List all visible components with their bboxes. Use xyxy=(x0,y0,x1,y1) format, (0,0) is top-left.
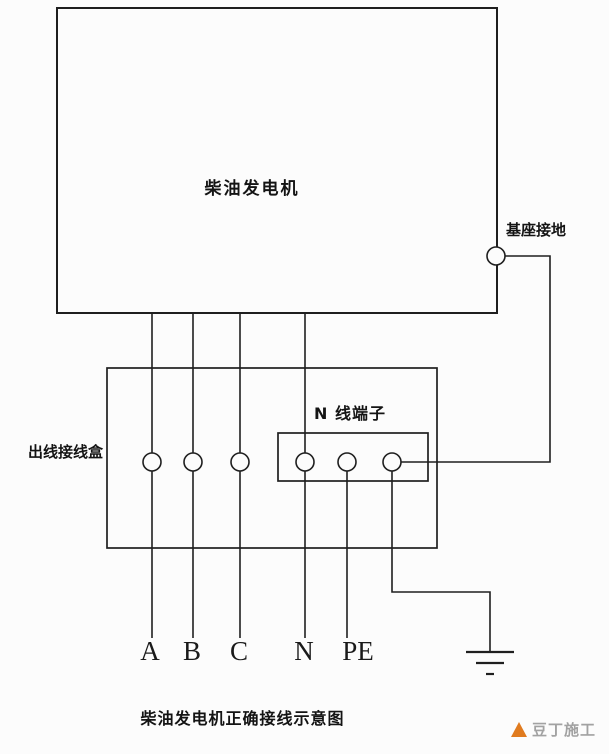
generator-box xyxy=(56,7,498,314)
base-ground-label: 基座接地 xyxy=(506,221,567,239)
base-ground-point xyxy=(486,246,506,266)
terminal-earth xyxy=(382,452,402,472)
phase-label-pe: PE xyxy=(342,636,374,666)
watermark: 豆丁施工 xyxy=(510,719,596,740)
terminal-b xyxy=(183,452,203,472)
wire-earth xyxy=(391,471,491,652)
terminal-a xyxy=(142,452,162,472)
n-terminal-box xyxy=(277,432,429,482)
phase-label-a: A xyxy=(140,636,160,666)
phase-label-n: N xyxy=(294,636,314,666)
terminal-n xyxy=(295,452,315,472)
junction-box-label: 出线接线盒 xyxy=(28,443,104,461)
phase-label-b: B xyxy=(182,636,201,666)
n-terminal-label: N 线端子 xyxy=(314,404,386,423)
terminal-c xyxy=(230,452,250,472)
phase-label-c: C xyxy=(229,636,248,666)
trowel-icon xyxy=(510,722,527,737)
earth-symbol xyxy=(466,650,514,676)
generator-label: 柴油发电机 xyxy=(204,179,300,199)
diagram-title: 柴油发电机正确接线示意图 xyxy=(140,709,345,728)
terminal-pe xyxy=(337,452,357,472)
watermark-text: 豆丁施工 xyxy=(531,721,596,739)
wire-base-ground xyxy=(401,255,551,463)
junction-box xyxy=(106,367,438,549)
